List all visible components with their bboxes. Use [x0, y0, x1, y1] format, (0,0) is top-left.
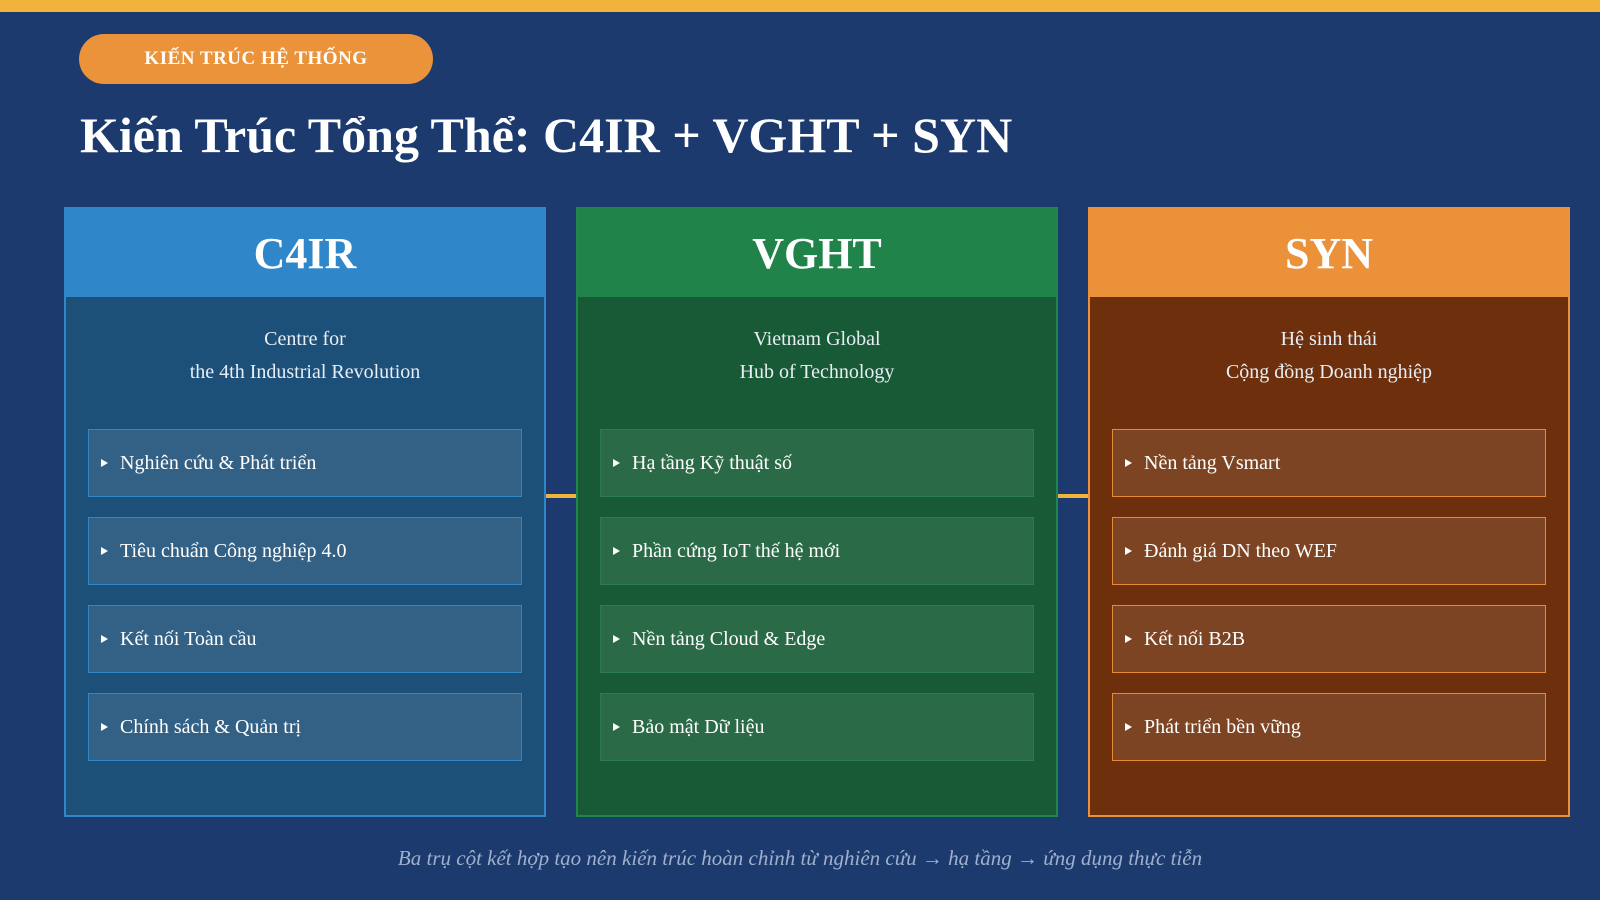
column-subtitle: Hệ sinh thái Cộng đồng Doanh nghiệp: [1090, 323, 1568, 389]
column-subtitle-line: the 4th Industrial Revolution: [189, 361, 421, 383]
list-item: Chính sách & Quản trị: [88, 693, 522, 761]
list-item: Bảo mật Dữ liệu: [600, 693, 1034, 761]
column-subtitle-line: Centre for: [264, 328, 346, 350]
triangle-bullet-icon: [1125, 459, 1132, 467]
list-item-label: Chính sách & Quản trị: [120, 715, 302, 738]
list-item: Nền tảng Vsmart: [1112, 429, 1546, 497]
triangle-bullet-icon: [1125, 723, 1132, 731]
column-vght: VGHT Vietnam Global Hub of Technology Hạ…: [576, 207, 1058, 817]
list-item: Nghiên cứu & Phát triển: [88, 429, 522, 497]
list-item: Tiêu chuẩn Công nghiệp 4.0: [88, 517, 522, 585]
list-item: Nền tảng Cloud & Edge: [600, 605, 1034, 673]
column-subtitle: Centre for the 4th Industrial Revolution: [66, 323, 544, 389]
column-subtitle-line: Hub of Technology: [739, 361, 895, 383]
top-accent-bar: [0, 0, 1600, 12]
triangle-bullet-icon: [613, 723, 620, 731]
triangle-bullet-icon: [101, 635, 108, 643]
list-item-label: Phần cứng IoT thế hệ mới: [632, 539, 841, 562]
section-badge: KIẾN TRÚC HỆ THỐNG: [79, 34, 433, 84]
list-item-label: Kết nối B2B: [1144, 627, 1246, 650]
column-subtitle-line: Vietnam Global: [753, 328, 881, 350]
list-item-label: Nghiên cứu & Phát triển: [120, 451, 317, 474]
list-item: Đánh giá DN theo WEF: [1112, 517, 1546, 585]
column-syn: SYN Hệ sinh thái Cộng đồng Doanh nghiệp …: [1088, 207, 1570, 817]
list-item: Hạ tầng Kỹ thuật số: [600, 429, 1034, 497]
list-item: Phát triển bền vững: [1112, 693, 1546, 761]
section-badge-label: KIẾN TRÚC HỆ THỐNG: [144, 48, 368, 69]
list-item: Kết nối Toàn cầu: [88, 605, 522, 673]
column-item-list: Nền tảng Vsmart Đánh giá DN theo WEF Kết…: [1112, 429, 1546, 761]
triangle-bullet-icon: [101, 547, 108, 555]
list-item-label: Kết nối Toàn cầu: [120, 627, 257, 650]
column-header: SYN: [1090, 209, 1568, 297]
column-item-list: Hạ tầng Kỹ thuật số Phần cứng IoT thế hệ…: [600, 429, 1034, 761]
list-item-label: Đánh giá DN theo WEF: [1144, 539, 1337, 562]
list-item-label: Tiêu chuẩn Công nghiệp 4.0: [120, 539, 347, 562]
list-item-label: Phát triển bền vững: [1144, 715, 1301, 738]
connector-c4ir-vght: [544, 494, 576, 498]
column-subtitle-line: Cộng đồng Doanh nghiệp: [1225, 361, 1433, 383]
triangle-bullet-icon: [613, 459, 620, 467]
column-c4ir: C4IR Centre for the 4th Industrial Revol…: [64, 207, 546, 817]
column-item-list: Nghiên cứu & Phát triển Tiêu chuẩn Công …: [88, 429, 522, 761]
column-header: VGHT: [578, 209, 1056, 297]
list-item-label: Nền tảng Cloud & Edge: [632, 627, 826, 650]
column-header: C4IR: [66, 209, 544, 297]
triangle-bullet-icon: [613, 547, 620, 555]
list-item: Kết nối B2B: [1112, 605, 1546, 673]
column-subtitle-line: Hệ sinh thái: [1280, 328, 1378, 350]
triangle-bullet-icon: [1125, 635, 1132, 643]
triangle-bullet-icon: [613, 635, 620, 643]
list-item-label: Nền tảng Vsmart: [1144, 451, 1281, 474]
triangle-bullet-icon: [1125, 547, 1132, 555]
page-title: Kiến Trúc Tổng Thể: C4IR + VGHT + SYN: [80, 107, 1013, 163]
triangle-bullet-icon: [101, 459, 108, 467]
column-subtitle: Vietnam Global Hub of Technology: [578, 323, 1056, 389]
connector-vght-syn: [1056, 494, 1088, 498]
list-item-label: Hạ tầng Kỹ thuật số: [632, 451, 792, 474]
footer-caption: Ba trụ cột kết hợp tạo nên kiến trúc hoà…: [397, 846, 1203, 870]
list-item: Phần cứng IoT thế hệ mới: [600, 517, 1034, 585]
triangle-bullet-icon: [101, 723, 108, 731]
list-item-label: Bảo mật Dữ liệu: [632, 715, 765, 738]
